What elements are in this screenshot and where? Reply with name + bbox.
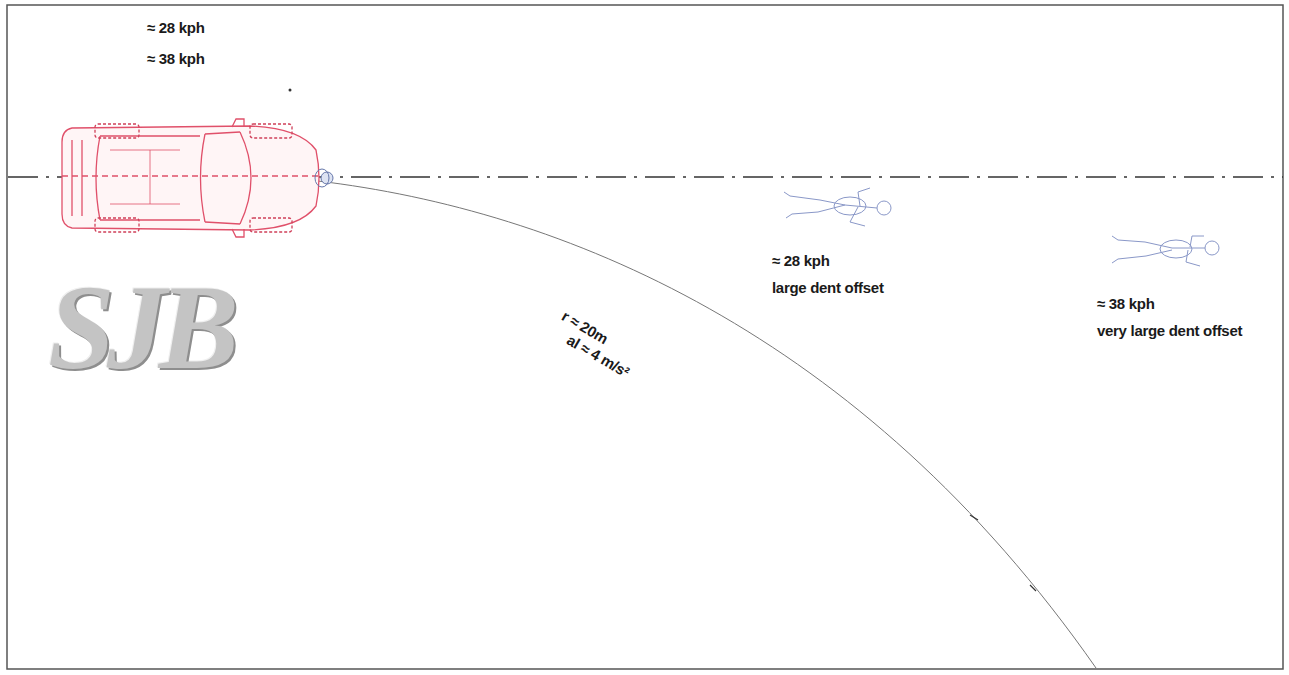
pedestrian-rest-1	[784, 188, 891, 226]
frame	[7, 5, 1283, 669]
pedestrian-rest-2	[1112, 236, 1219, 266]
note-label: very large dent offset	[1097, 323, 1242, 338]
note-label: large dent offset	[772, 280, 884, 295]
speed-label: ≈ 28 kph	[772, 253, 830, 268]
speed-label: ≈ 38 kph	[1097, 296, 1155, 311]
arc-tick	[970, 515, 1036, 591]
speed-label: ≈ 28 kph	[147, 20, 205, 35]
speed-label: ≈ 38 kph	[147, 51, 205, 66]
pedestrian-impact	[315, 169, 333, 187]
car-outline	[62, 119, 319, 237]
dot	[289, 89, 292, 92]
watermark: SJB	[48, 268, 231, 388]
trajectory-arc	[318, 181, 1096, 668]
